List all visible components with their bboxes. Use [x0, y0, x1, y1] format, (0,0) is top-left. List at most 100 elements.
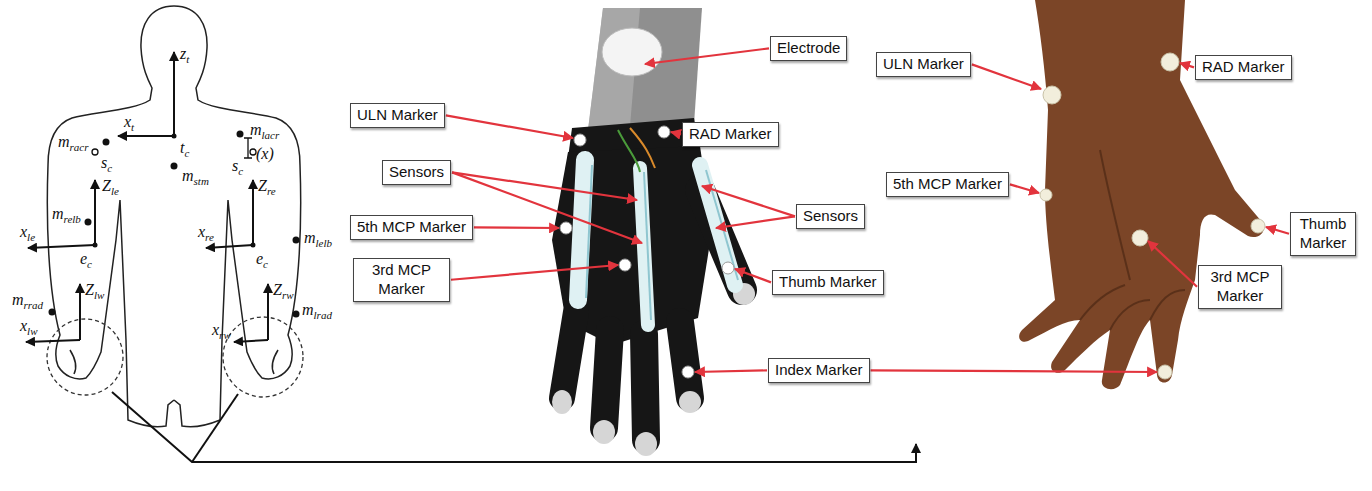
marker-callout-box: Index Marker	[768, 358, 870, 383]
shoulder-center	[250, 149, 256, 155]
symbol-base: t	[180, 139, 184, 156]
symbol-label: xle	[20, 224, 35, 240]
symbol-label: Zre	[258, 178, 276, 194]
sensor-strip	[578, 160, 585, 300]
symbol-base: z	[180, 45, 186, 62]
symbol-label: xre	[198, 224, 214, 240]
symbol-subscript: re	[205, 231, 214, 243]
symbol-subscript: racr	[70, 141, 89, 153]
sensor-edge	[644, 172, 651, 320]
symbol-label: xt	[124, 114, 134, 130]
body-outline-mirror	[174, 6, 301, 427]
axis-arrow	[118, 135, 174, 137]
symbol-label: (x)	[256, 146, 274, 162]
symbol-label: mlrad	[302, 302, 332, 318]
marker-callout-box: RAD Marker	[1195, 55, 1292, 80]
symbol-subscript: lelb	[316, 237, 333, 249]
motion-marker	[560, 222, 572, 234]
symbol-label: mlelb	[304, 230, 332, 246]
symbol-base: Z	[102, 177, 111, 194]
symbol-base: e	[256, 250, 263, 267]
knuckle-line	[1110, 300, 1150, 330]
callout-text: ULN Marker	[883, 55, 964, 74]
knuckle-line	[1080, 285, 1125, 320]
leader-arrow	[702, 186, 795, 216]
frame-origin	[251, 243, 256, 248]
fingertip	[635, 432, 657, 456]
finger	[680, 322, 690, 398]
sensor-edge	[586, 165, 592, 298]
callout-text: 5th MCP Marker	[357, 218, 466, 237]
leader-arrow	[452, 172, 637, 200]
symbol-base: e	[80, 250, 87, 267]
leader-arrow	[474, 226, 559, 229]
symbol-label: xrw	[212, 322, 231, 338]
callout-text: 5th MCP Marker	[893, 175, 1002, 194]
symbol-base: x	[212, 321, 219, 338]
marker-dot	[85, 219, 92, 226]
symbol-label: ec	[256, 251, 268, 267]
callout-text: 3rd MCP Marker	[360, 261, 443, 299]
fingertip	[679, 391, 701, 413]
symbol-label: ec	[80, 251, 92, 267]
frame-origin	[93, 243, 98, 248]
hand-highlight-circle	[47, 319, 123, 395]
symbol-base: x	[124, 113, 131, 130]
symbol-subscript: t	[186, 53, 189, 65]
marker-callout-box: 3rd MCP Marker	[353, 258, 450, 302]
frame-origin	[172, 134, 177, 139]
axis-arrow	[173, 52, 175, 136]
symbol-subscript: lacr	[262, 129, 280, 141]
marker-callout-box: Thumb Marker	[772, 270, 884, 295]
symbol-base: Z	[85, 281, 94, 298]
marker-callout-box: ULN Marker	[876, 52, 971, 77]
marker-callout-box: 5th MCP Marker	[350, 215, 473, 240]
knuckle-line	[1150, 290, 1185, 320]
symbol-base: m	[58, 133, 70, 150]
sensor-strips	[578, 160, 735, 325]
symbol-subscript: lw	[27, 325, 37, 337]
symbol-base: m	[12, 291, 24, 308]
symbol-subscript: c	[184, 147, 189, 159]
symbol-subscript: lw	[94, 289, 104, 301]
symbol-subscript: rw	[282, 289, 294, 301]
motion-marker	[658, 126, 670, 138]
symbol-subscript: c	[238, 165, 243, 177]
leader-arrow	[1148, 241, 1197, 287]
hand-highlight-circle	[223, 317, 303, 397]
marker-dots	[49, 131, 300, 318]
motion-marker	[1161, 53, 1179, 71]
leader-arrow	[1180, 63, 1194, 67]
axis-arrow	[234, 340, 268, 342]
motion-marker	[1132, 230, 1148, 246]
motion-marker	[1158, 365, 1172, 379]
hand-shading	[1080, 150, 1185, 330]
marker-callout-box: Thumb Marker	[1290, 212, 1356, 256]
marker-callout-box: Electrode	[770, 36, 847, 61]
symbol-label: mlacr	[250, 122, 279, 138]
marker-callout-box: RAD Marker	[682, 122, 779, 147]
leader-arrow	[671, 132, 681, 134]
symbol-subscript: c	[87, 258, 92, 270]
symbol-label: tc	[180, 140, 189, 156]
forearm	[588, 8, 702, 130]
callout-text: ULN Marker	[357, 106, 438, 125]
symbol-subscript: rrad	[24, 299, 44, 311]
symbol-label: Zle	[102, 178, 119, 194]
motion-marker	[1040, 189, 1052, 201]
symbol-subscript: le	[111, 185, 119, 197]
symbol-label: Zlw	[85, 282, 104, 298]
leader-arrow	[446, 115, 573, 138]
glove-hand	[552, 8, 755, 456]
symbol-base: m	[250, 121, 262, 138]
callout-text: Index Marker	[775, 361, 863, 380]
axis-arrow	[94, 180, 96, 245]
marker-dot	[293, 237, 300, 244]
hand-markers	[1040, 53, 1265, 379]
marker-dot	[49, 309, 56, 316]
marker-dot	[293, 311, 300, 318]
leader-arrow	[1266, 227, 1289, 234]
